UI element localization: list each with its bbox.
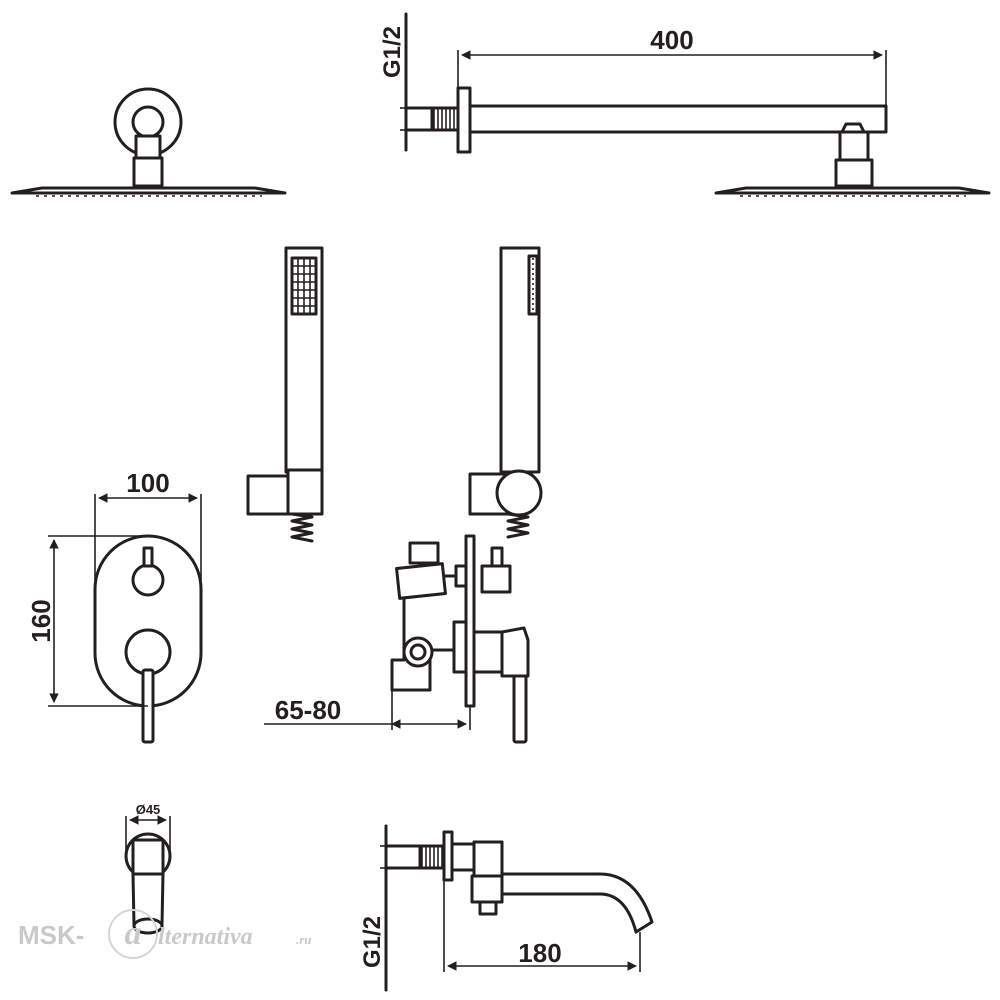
plate-width-label: 100: [126, 468, 169, 498]
arm-thread-hatch: [433, 108, 455, 130]
hand-shower-side-view: [468, 246, 543, 539]
spout-thread-label: G1/2: [359, 916, 386, 968]
watermark-domain: .ru: [296, 932, 312, 947]
spout-diameter-label: Ø45: [136, 802, 161, 817]
arm-length-label: 400: [650, 25, 693, 55]
hand-shower-spray-grid: [292, 258, 316, 314]
watermark-prefix: MSK-: [18, 920, 84, 950]
watermark-circle-letter: a: [125, 915, 142, 952]
mixer-side-view: 65-80: [264, 534, 530, 744]
watermark-suffix: lternativa: [158, 924, 253, 950]
head-shower-front-view: [10, 87, 287, 197]
wall-depth-label: 65-80: [275, 695, 342, 725]
watermark-logo: MSK- a lternativa .ru: [18, 909, 312, 959]
spout-thread-hatch: [421, 846, 443, 868]
spout-front-view: Ø45: [124, 802, 172, 935]
mixer-front-plate-view: 100 160: [26, 468, 203, 744]
spout-length-label: 180: [518, 938, 561, 968]
spout-side-view: 180 G1/2: [359, 824, 654, 992]
hand-shower-front-view: [246, 246, 324, 543]
arm-thread-label: G1/2: [379, 26, 406, 78]
shower-arm-side-view: 400 G1/2: [379, 12, 991, 197]
plate-height-label: 160: [26, 599, 56, 642]
